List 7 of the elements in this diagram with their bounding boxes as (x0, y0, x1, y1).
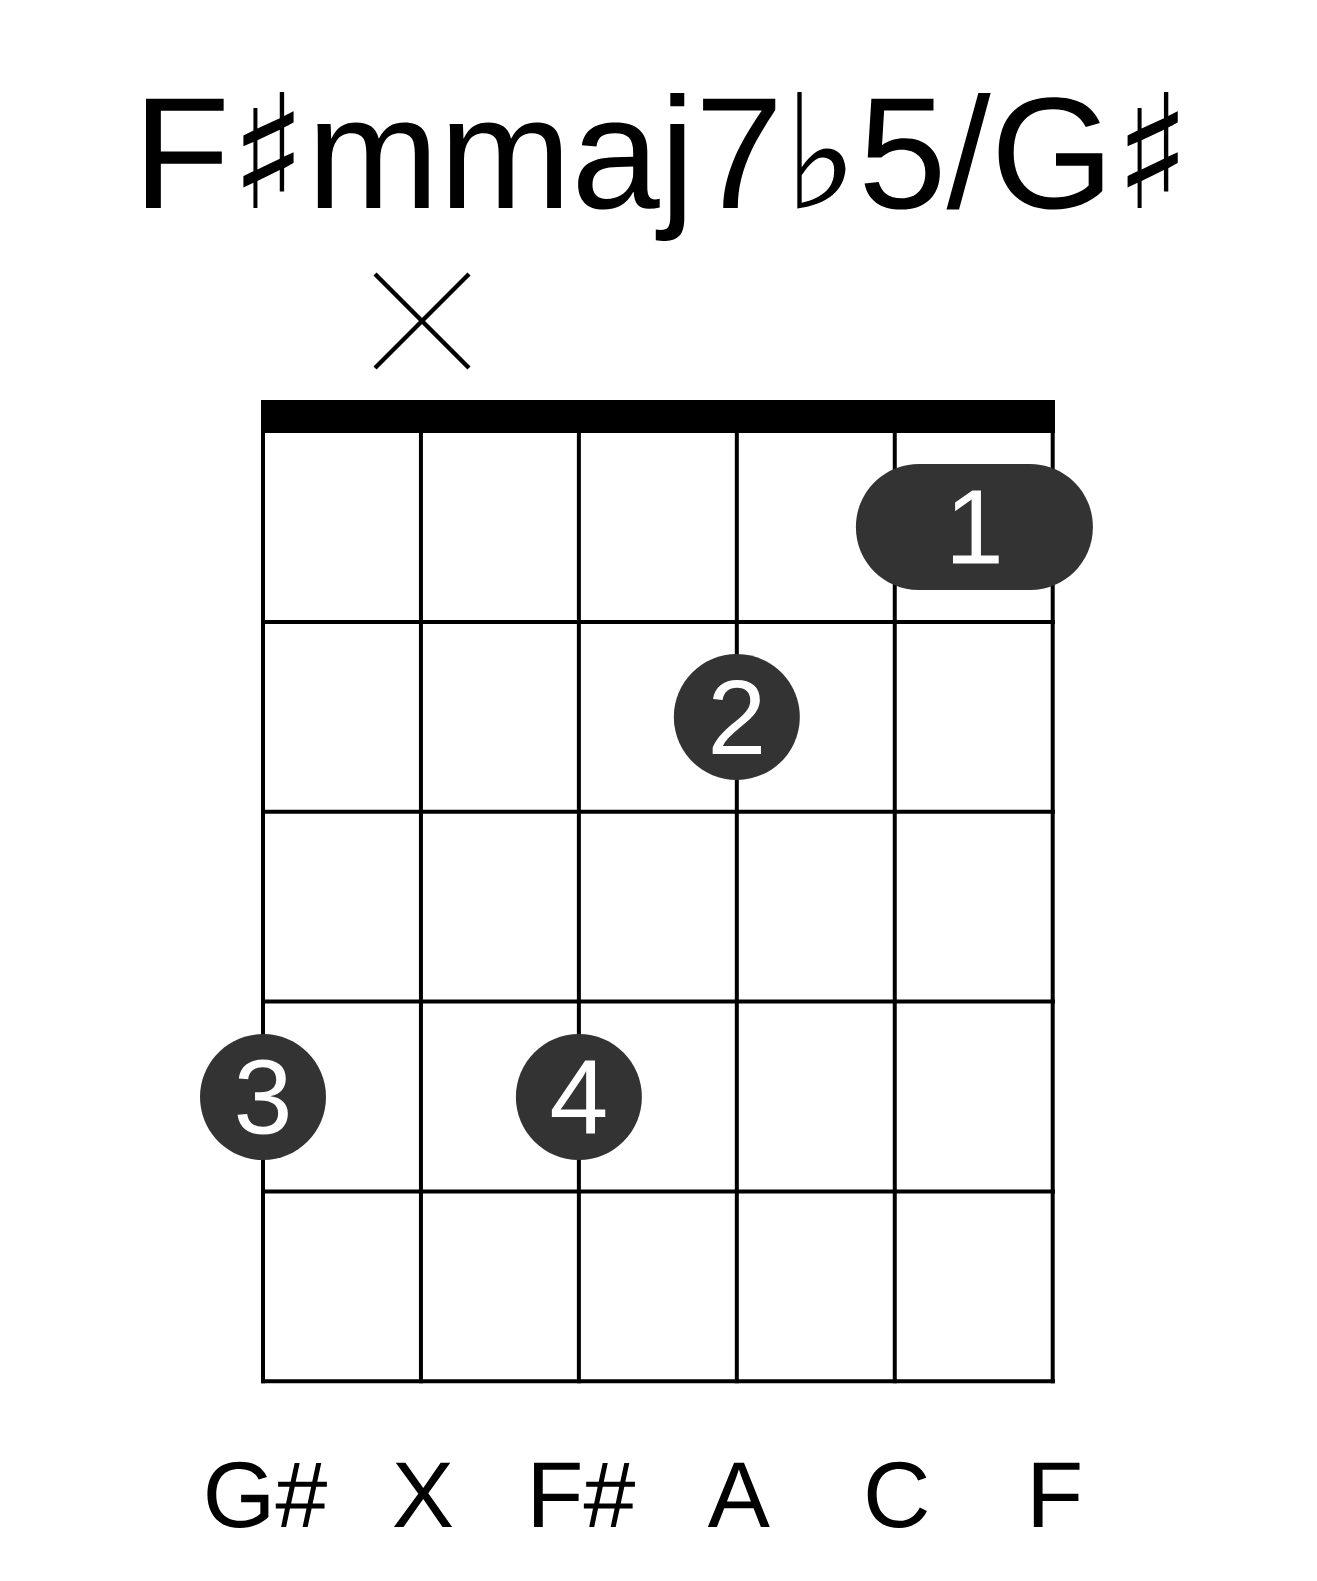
string-note-label: G# (207, 1461, 327, 1528)
chord-title: F♯mmaj7♭5/G♯ (146, 91, 1178, 241)
string-note-label: X (393, 1462, 453, 1527)
string-note-label: F# (534, 1462, 635, 1527)
string-note-label: C (867, 1461, 927, 1528)
string-note-label: F (1033, 1462, 1080, 1527)
string-note-label: A (707, 1462, 770, 1527)
